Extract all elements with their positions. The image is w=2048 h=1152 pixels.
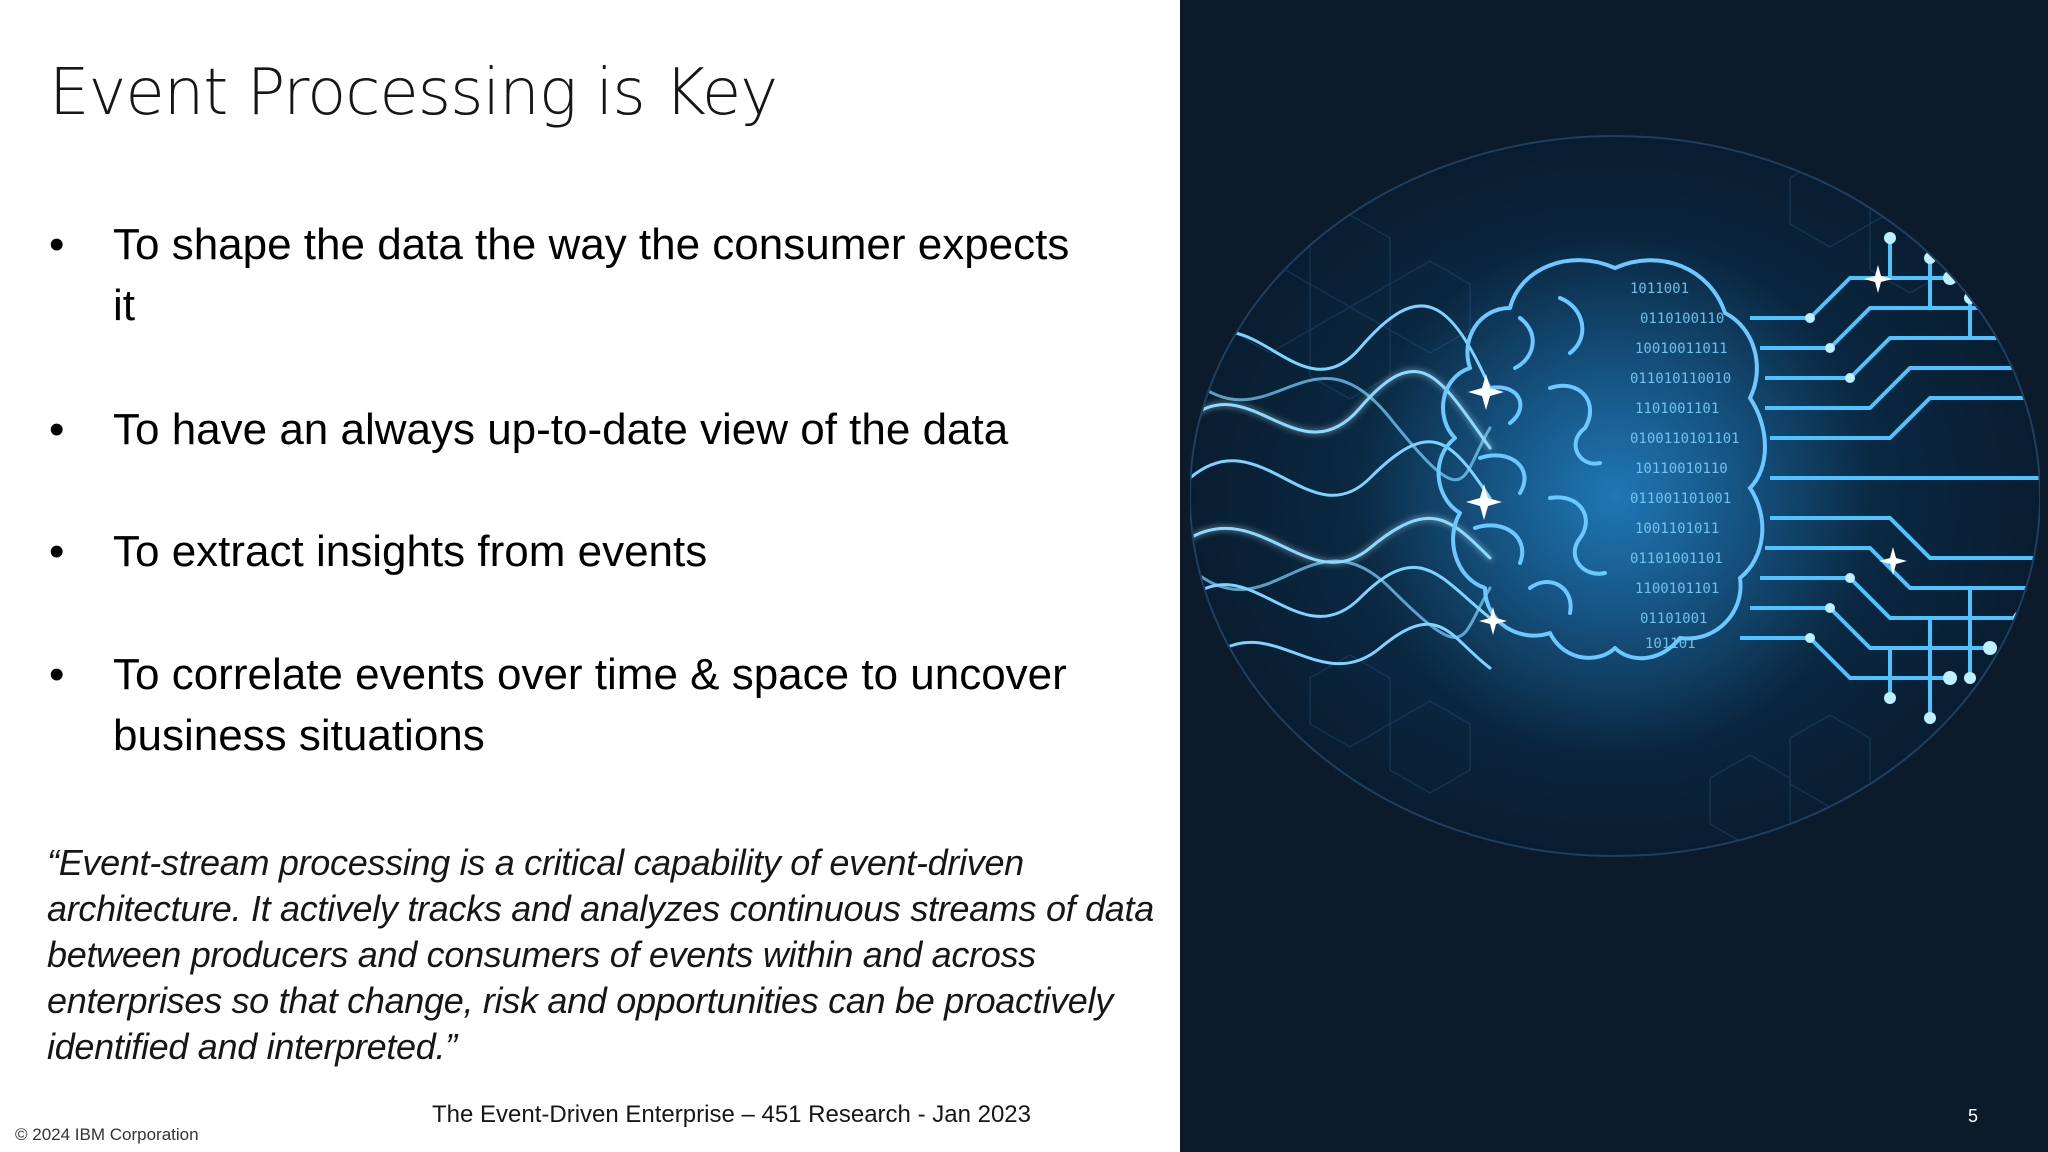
svg-text:1011001: 1011001 [1630,281,1689,297]
page-number: 5 [1968,1106,1979,1126]
quote-source: The Event-Driven Enterprise – 451 Resear… [432,1101,1031,1128]
svg-text:0100110101101: 0100110101101 [1630,431,1740,447]
svg-text:0110100110: 0110100110 [1640,311,1724,327]
center-glow [1355,236,1875,756]
bullet-text: To have an always up-to-date view of the… [113,405,1009,454]
bullet-item: • To have an always up-to-date view of t… [49,399,1109,460]
copyright-notice: © 2024 IBM Corporation [15,1125,199,1144]
bullet-item: • To shape the data the way the consumer… [49,214,1109,336]
research-quote: “Event-stream processing is a critical c… [47,842,1154,1067]
bullet-symbol: • [49,405,65,454]
svg-text:10010011011: 10010011011 [1635,341,1728,357]
svg-text:01101001: 01101001 [1640,611,1707,627]
brain-right-outline [1613,258,1767,661]
bullet-item: • To correlate events over time & space … [49,644,1109,766]
svg-text:1101001101: 1101001101 [1635,401,1719,417]
circle-border [1190,135,2040,857]
content-panel: Event Processing is Key • To shape the d… [15,56,1155,1144]
bullet-item: • To extract insights from events [49,521,1109,582]
svg-text:01101001101: 01101001101 [1630,551,1723,567]
bullet-symbol: • [49,220,65,269]
bullet-symbol: • [49,527,65,576]
svg-text:10110010110: 10110010110 [1635,461,1728,477]
svg-text:011001101001: 011001101001 [1630,491,1731,507]
brain-circuit-illustration: 1011001 0110100110 10010011011 011010110… [1190,135,2040,857]
brain-left-hemisphere [1436,258,1617,660]
circuit-traces [1740,238,2040,718]
svg-text:1001101011: 1001101011 [1635,521,1719,537]
bullet-text: To shape the data the way the consumer e… [113,220,1070,330]
bullet-symbol: • [49,650,65,699]
sparkle-icons [1466,265,1907,635]
slide-title: Event Processing is Key [49,56,778,130]
svg-text:1100101101: 1100101101 [1635,581,1719,597]
bullet-text: To extract insights from events [113,527,708,576]
brain-right-binary: 1011001 0110100110 10010011011 011010110… [1630,281,1740,652]
svg-text:011010110010: 011010110010 [1630,371,1731,387]
bullet-text: To correlate events over time & space to… [113,650,1067,760]
